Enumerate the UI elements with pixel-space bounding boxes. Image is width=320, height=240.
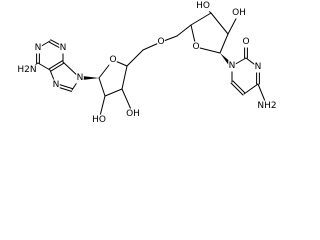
atom-label-c_nh2: NH2 xyxy=(257,100,277,112)
atom-symbol: N xyxy=(60,43,67,53)
atom-label-c_n3: N xyxy=(254,61,262,73)
atom-symbol: O xyxy=(242,37,249,47)
atom-label-background xyxy=(196,0,210,12)
atom-symbol: N xyxy=(255,62,262,72)
atom-label-background xyxy=(76,72,84,84)
atom-label-background xyxy=(228,60,236,72)
bond-r1-c3-c2 xyxy=(104,88,123,97)
atom-label-a_n9: N xyxy=(76,72,84,84)
atom-symbol: HO xyxy=(196,1,210,11)
atom-label-background xyxy=(52,79,60,91)
atom-label-background xyxy=(232,7,246,19)
bond-c4-c5-second xyxy=(50,62,65,72)
atom-label-r2_oh3: HO xyxy=(196,0,210,12)
atom-symbol: NH2 xyxy=(257,101,276,111)
atom-label-background xyxy=(109,54,117,66)
atom-label-background xyxy=(254,61,262,73)
atom-symbol: OH xyxy=(232,8,246,18)
atom-symbol: N xyxy=(229,61,236,71)
bond-cy-c4-c5 xyxy=(243,83,259,95)
atom-label-a_nh2: H2N xyxy=(17,64,37,76)
bond-r1-c2-c1 xyxy=(98,77,106,97)
atom-label-background xyxy=(17,64,37,76)
atom-label-background xyxy=(192,41,200,53)
atom-label-background xyxy=(242,36,250,48)
atom-label-c_n1: N xyxy=(228,60,236,72)
atom-label-r2_oh2: OH xyxy=(232,7,246,19)
atom-symbol: N xyxy=(35,43,42,53)
atom-label-background xyxy=(257,100,277,112)
atom-label-r1_oh2: HO xyxy=(92,114,106,126)
atom-label-a_n7: N xyxy=(52,79,60,91)
bond-r2-c2-c1 xyxy=(219,33,229,54)
bond-c4-c5 xyxy=(48,60,63,70)
atom-symbol: N xyxy=(53,80,60,90)
wedge-bond-layer xyxy=(80,53,234,81)
atom-symbol: O xyxy=(192,42,199,52)
bond-r1-c4-c3 xyxy=(121,65,128,90)
atom-label-a_n3: N xyxy=(59,42,67,54)
bond-r2-c3-c2 xyxy=(210,12,229,35)
atom-symbol: H2N xyxy=(17,65,36,75)
bond-c5-c6 xyxy=(37,62,51,71)
bond-r2-c5-c4 xyxy=(176,24,192,37)
atom-symbol: O xyxy=(109,55,116,65)
atom-label-link_o: O xyxy=(157,36,165,48)
bond-r1-c4-c5 xyxy=(126,49,144,67)
wedge-r1-c1-n9 xyxy=(80,75,99,81)
atom-label-background xyxy=(34,42,42,54)
atom-label-r1_o: O xyxy=(109,54,117,66)
atom-label-r1_oh3: OH xyxy=(126,108,140,120)
atom-label-background xyxy=(92,114,106,126)
bond-r2-c4-c3 xyxy=(190,12,212,26)
atom-symbol: OH xyxy=(126,109,140,119)
atom-symbol: N xyxy=(77,73,84,83)
atom-label-background xyxy=(59,42,67,54)
bond-r2-c1-o xyxy=(195,46,221,54)
bond-cy-c5-c6 xyxy=(232,80,246,94)
bond-cy-c5-c6-second xyxy=(230,82,244,96)
atom-symbol: O xyxy=(157,37,164,47)
atom-symbol: HO xyxy=(92,115,106,125)
atom-label-c_o2: O xyxy=(242,36,250,48)
atom-label-r2_o: O xyxy=(192,41,200,53)
atom-label-background xyxy=(157,36,165,48)
atom-label-a_n1: N xyxy=(34,42,42,54)
atom-label-background xyxy=(126,108,140,120)
